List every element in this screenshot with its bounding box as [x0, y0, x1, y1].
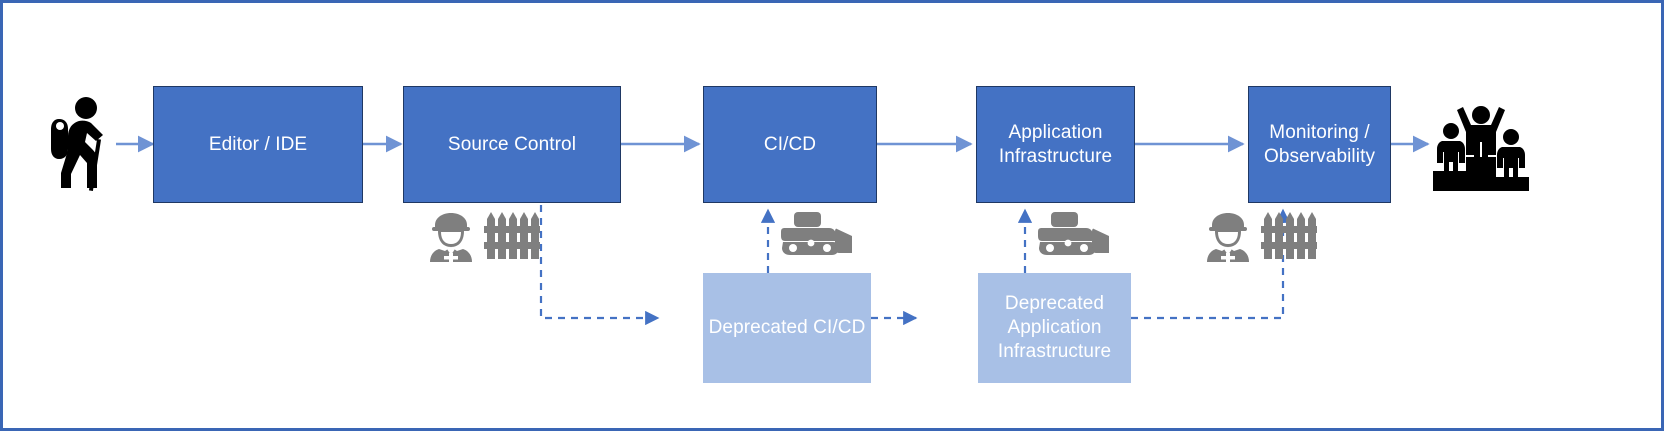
fence-icon	[1261, 209, 1317, 259]
bulldozer-icon	[1038, 212, 1110, 256]
pipeline-node-ci-cd[interactable]: CI/CD	[703, 86, 877, 203]
bulldozer-icon	[781, 212, 853, 256]
pipeline-node-monitoring-observability[interactable]: Monitoring / Observability	[1248, 86, 1391, 203]
podium-winners-icon	[1433, 95, 1529, 191]
pipeline-node-deprecated-ci-cd[interactable]: Deprecated CI/CD	[703, 273, 871, 383]
pipeline-node-source-control[interactable]: Source Control	[403, 86, 621, 203]
pipeline-node-deprecated-application-infrastructure[interactable]: Deprecated Application Infrastructure	[978, 273, 1131, 383]
dashed-source-to-deprecated-cicd	[539, 205, 660, 326]
pipeline-node-editor-ide[interactable]: Editor / IDE	[153, 86, 363, 203]
construction-worker-icon	[1204, 211, 1252, 263]
construction-worker-icon	[427, 211, 475, 263]
pipeline-node-application-infrastructure[interactable]: Application Infrastructure	[976, 86, 1135, 203]
fence-icon	[484, 209, 540, 259]
hiker-icon	[41, 95, 115, 193]
